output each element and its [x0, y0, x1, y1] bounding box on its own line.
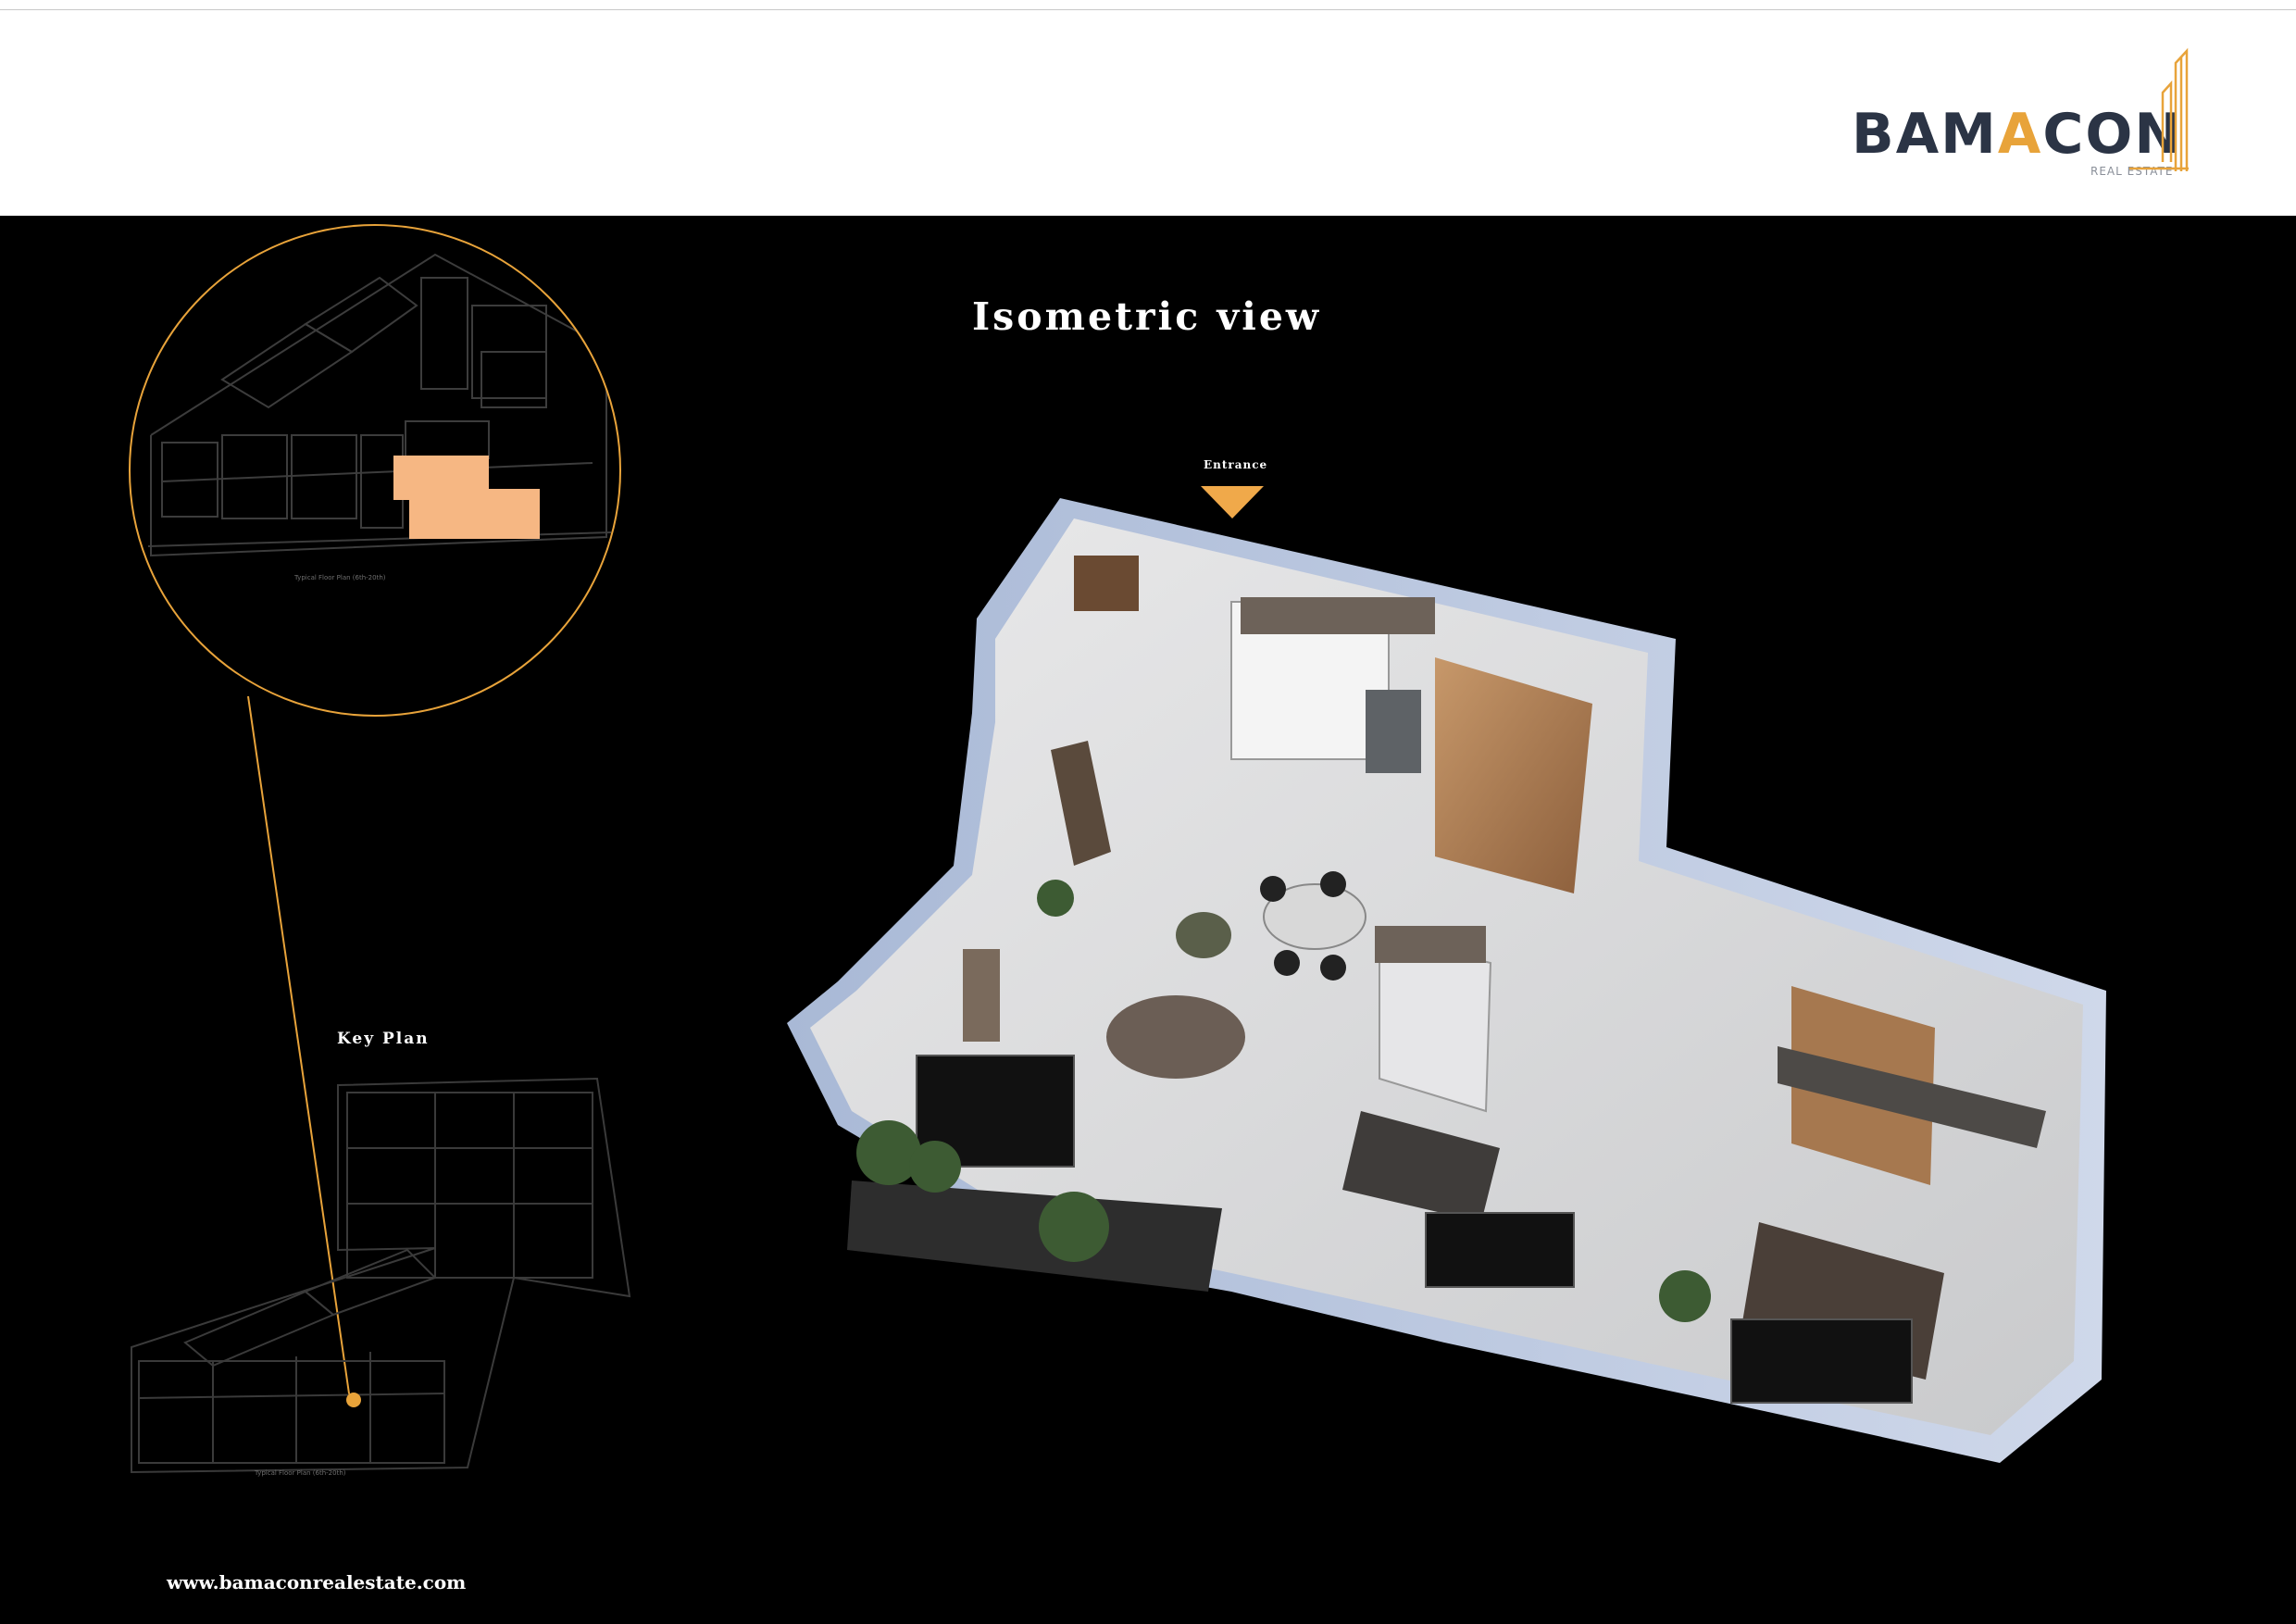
logo-text-suffix: CON	[2042, 102, 2183, 167]
key-plan-caption: Typical Floor Plan (6th-20th)	[255, 1469, 346, 1477]
page-title: Isometric view	[972, 294, 1322, 339]
brand-logo[interactable]: BAMACON REAL ESTATE	[1842, 42, 2203, 190]
dining-chair	[1320, 955, 1346, 981]
header-bar	[0, 10, 2296, 216]
callout-line	[247, 695, 351, 1401]
plant	[909, 1141, 961, 1193]
zoom-plan-caption: Typical Floor Plan (6th-20th)	[294, 574, 386, 581]
website-url[interactable]: www.bamaconrealestate.com	[167, 1571, 467, 1593]
coffee-table	[1106, 995, 1245, 1079]
tv-console	[963, 949, 1000, 1042]
logo-wordmark: BAMACON	[1852, 106, 2183, 162]
dot-marker-icon	[346, 1393, 361, 1407]
window-bedroom-2	[1425, 1212, 1575, 1288]
bed-secondary	[1342, 1111, 1500, 1222]
logo-text-prefix: BAM	[1852, 102, 1998, 167]
plant	[1659, 1270, 1711, 1322]
refrigerator	[1366, 690, 1421, 773]
zoom-circle	[129, 224, 621, 717]
dining-table	[1263, 883, 1366, 950]
bathroom	[1435, 657, 1592, 893]
top-divider	[0, 9, 2296, 10]
window-master	[1730, 1318, 1913, 1404]
balcony	[847, 1181, 1222, 1292]
dining-chair	[1260, 876, 1286, 902]
wardrobe-top	[1375, 926, 1486, 963]
entry-cabinet	[1074, 556, 1139, 611]
plant	[856, 1120, 921, 1185]
entrance-label: Entrance	[1204, 458, 1268, 471]
dining-chair	[1320, 871, 1346, 897]
logo-text-accent: A	[1997, 102, 2043, 167]
plant	[1039, 1192, 1109, 1262]
armchair	[1176, 912, 1231, 958]
dining-chair	[1274, 950, 1300, 976]
highlighted-unit[interactable]	[393, 456, 540, 539]
bookshelf	[1051, 741, 1111, 866]
key-plan-label: Key Plan	[337, 1030, 430, 1048]
plant	[1037, 880, 1074, 917]
kitchen-hood	[1241, 597, 1435, 634]
closet-top	[1778, 1046, 2046, 1148]
